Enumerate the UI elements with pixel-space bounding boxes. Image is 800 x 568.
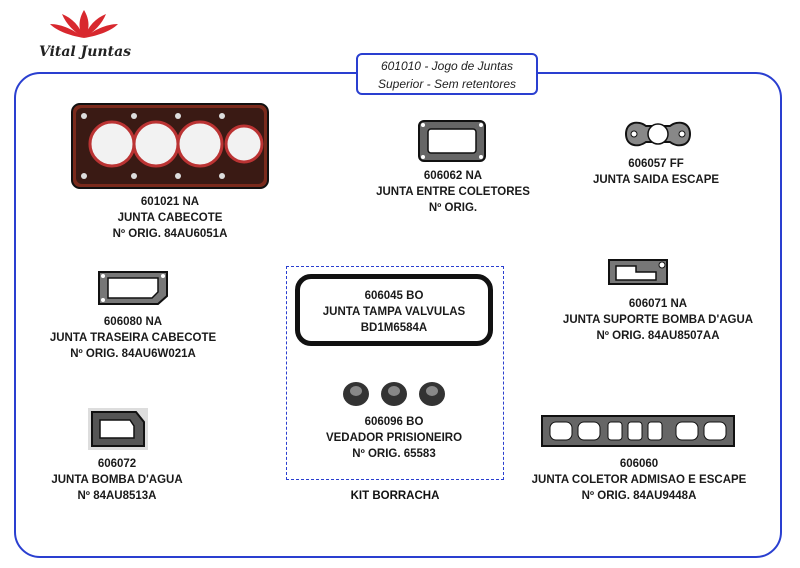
item-name: JUNTA SAIDA ESCAPE [592,174,720,186]
item-code: 606060 [619,458,659,470]
item-name: VEDADOR PRISIONEIRO [325,432,463,444]
manifold-gasket-image [541,415,735,447]
rear-head-gasket-image [98,271,168,305]
item-name: JUNTA COLETOR ADMISAO E ESCAPE [531,474,747,486]
kit-title-line1: 601010 - Jogo de Juntas [380,59,514,73]
item-code: 601021 NA [140,196,200,208]
item-name: JUNTA TAMPA VALVULAS [322,306,466,318]
brand-logo: Vital Juntas [30,6,140,62]
head-gasket-image [71,103,269,189]
brand-name: Vital Juntas [38,44,132,60]
item-code: 606072 [97,458,137,470]
item-ref: Nº ORIG. 84AU6051A [112,228,228,240]
item-606057: 606057 FF JUNTA SAIDA ESCAPE [566,156,746,188]
item-ref: Nº ORIG. 65583 [352,448,436,460]
exhaust-outlet-gasket-image [624,121,692,147]
item-ref: Nº ORIG. 84AU9448A [581,490,697,502]
item-606071: 606071 NA JUNTA SUPORTE BOMBA D'AGUA Nº … [556,296,760,344]
valve-cover-gasket-image [295,274,493,346]
item-601021: 601021 NA JUNTA CABECOTE Nº ORIG. 84AU60… [70,194,270,242]
item-name: JUNTA CABECOTE [117,212,223,224]
stud-seals-image [343,382,445,406]
kit-borracha-box [286,266,504,480]
water-pump-support-gasket-image [608,259,668,285]
kit-title-box: 601010 - Jogo de Juntas Superior - Sem r… [356,53,538,95]
item-ref: Nº ORIG. [428,202,478,214]
item-606045: 606045 BO JUNTA TAMPA VALVULAS BD1M6584A [296,288,492,336]
item-code: 606071 NA [628,298,688,310]
item-name: JUNTA SUPORTE BOMBA D'AGUA [562,314,754,326]
item-code: 606045 BO [364,290,424,302]
kit-title-line2: Superior - Sem retentores [377,77,517,91]
item-ref: Nº ORIG. 84AU6W021A [70,348,196,360]
item-code: 606062 NA [423,170,483,182]
item-606060: 606060 JUNTA COLETOR ADMISAO E ESCAPE Nº… [528,456,750,504]
item-code: 606096 BO [364,416,424,428]
item-name: JUNTA BOMBA D'AGUA [51,474,183,486]
item-606072: 606072 JUNTA BOMBA D'AGUA Nº 84AU8513A [32,456,202,504]
item-ref: Nº ORIG. 84AU8507AA [596,330,720,342]
item-606062: 606062 NA JUNTA ENTRE COLETORES Nº ORIG. [356,168,550,216]
item-ref: Nº 84AU8513A [77,490,157,502]
item-code: 606080 NA [103,316,163,328]
intermanifold-gasket-image [418,120,486,162]
item-name: JUNTA ENTRE COLETORES [376,186,530,198]
item-ref: BD1M6584A [360,322,428,334]
kit-borracha-label: KIT BORRACHA [350,490,440,502]
lotus-icon [50,10,118,38]
item-606096: 606096 BO VEDADOR PRISIONEIRO Nº ORIG. 6… [296,414,492,462]
water-pump-gasket-image [88,408,148,450]
item-name: JUNTA TRASEIRA CABECOTE [49,332,217,344]
item-code: 606057 FF [628,158,684,170]
item-606080: 606080 NA JUNTA TRASEIRA CABECOTE Nº ORI… [40,314,226,362]
